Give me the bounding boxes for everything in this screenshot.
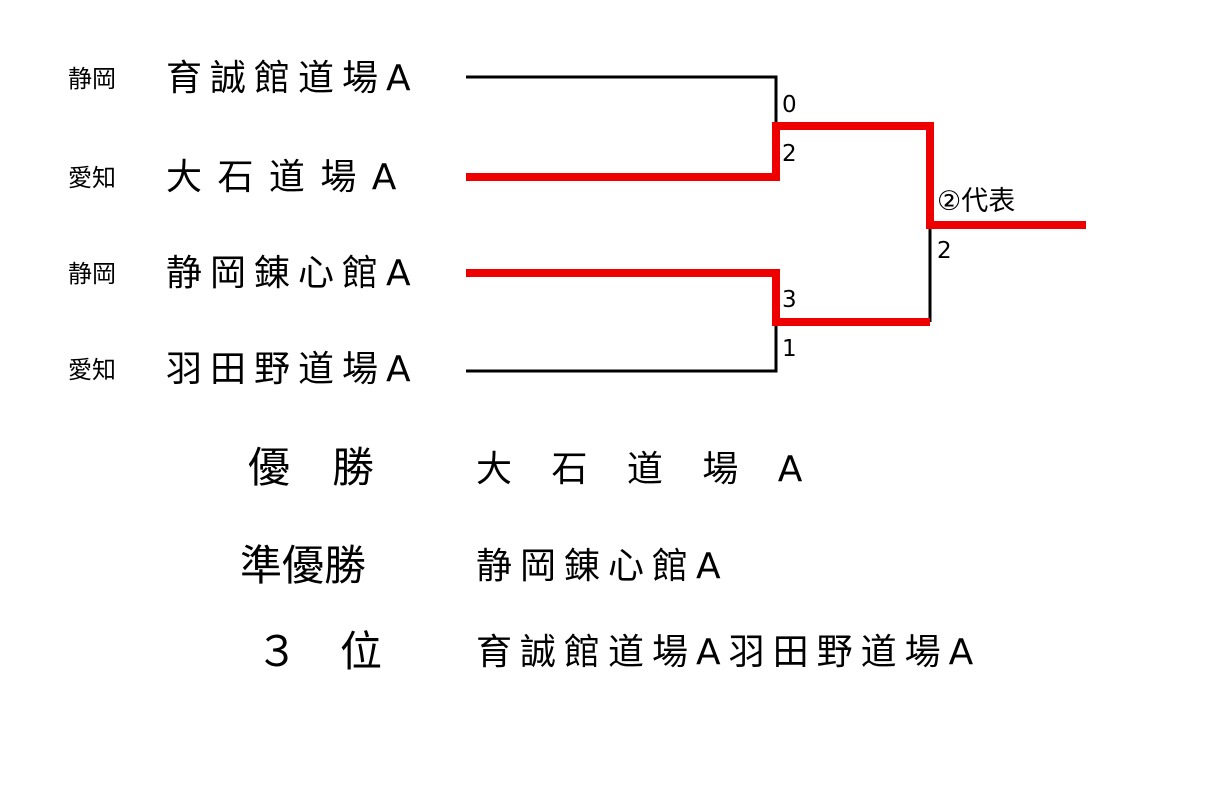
runner-up-team: 静岡錬心館A — [476, 546, 729, 587]
champion-team: 大 石 道 場 A — [476, 449, 817, 490]
score-entry-2: 2 — [782, 141, 797, 167]
entry-1-team: 育誠館道場A — [166, 58, 419, 99]
entry-4-prefecture: 愛知 — [68, 356, 116, 384]
entry-2-prefecture: 愛知 — [68, 164, 116, 192]
entry-1-prefecture: 静岡 — [68, 65, 116, 93]
bracket-line-entry-3-winner — [466, 269, 930, 326]
entry-4-team: 羽田野道場A — [166, 349, 419, 390]
bracket-line-entry-1 — [466, 75, 778, 126]
runner-up-label: 準優勝 — [240, 541, 367, 590]
final-representative-label: ②代表 — [937, 186, 1016, 217]
third-place-teams: 育誠館道場A羽田野道場A — [476, 632, 982, 673]
third-place-label: ３ 位 — [256, 627, 383, 676]
entry-3-prefecture: 静岡 — [68, 260, 116, 288]
champion-label: 優 勝 — [248, 443, 375, 492]
bracket-line-entry-2-winner — [466, 122, 1086, 229]
score-final: 2 — [937, 238, 952, 264]
entry-3-team: 静岡錬心館A — [166, 253, 419, 294]
score-entry-3: 3 — [782, 287, 797, 313]
entry-2-team: 大 石 道 場 A — [166, 157, 399, 198]
score-entry-1: 0 — [782, 92, 797, 118]
score-entry-4: 1 — [782, 336, 797, 362]
bracket-line-entry-4 — [466, 322, 778, 373]
